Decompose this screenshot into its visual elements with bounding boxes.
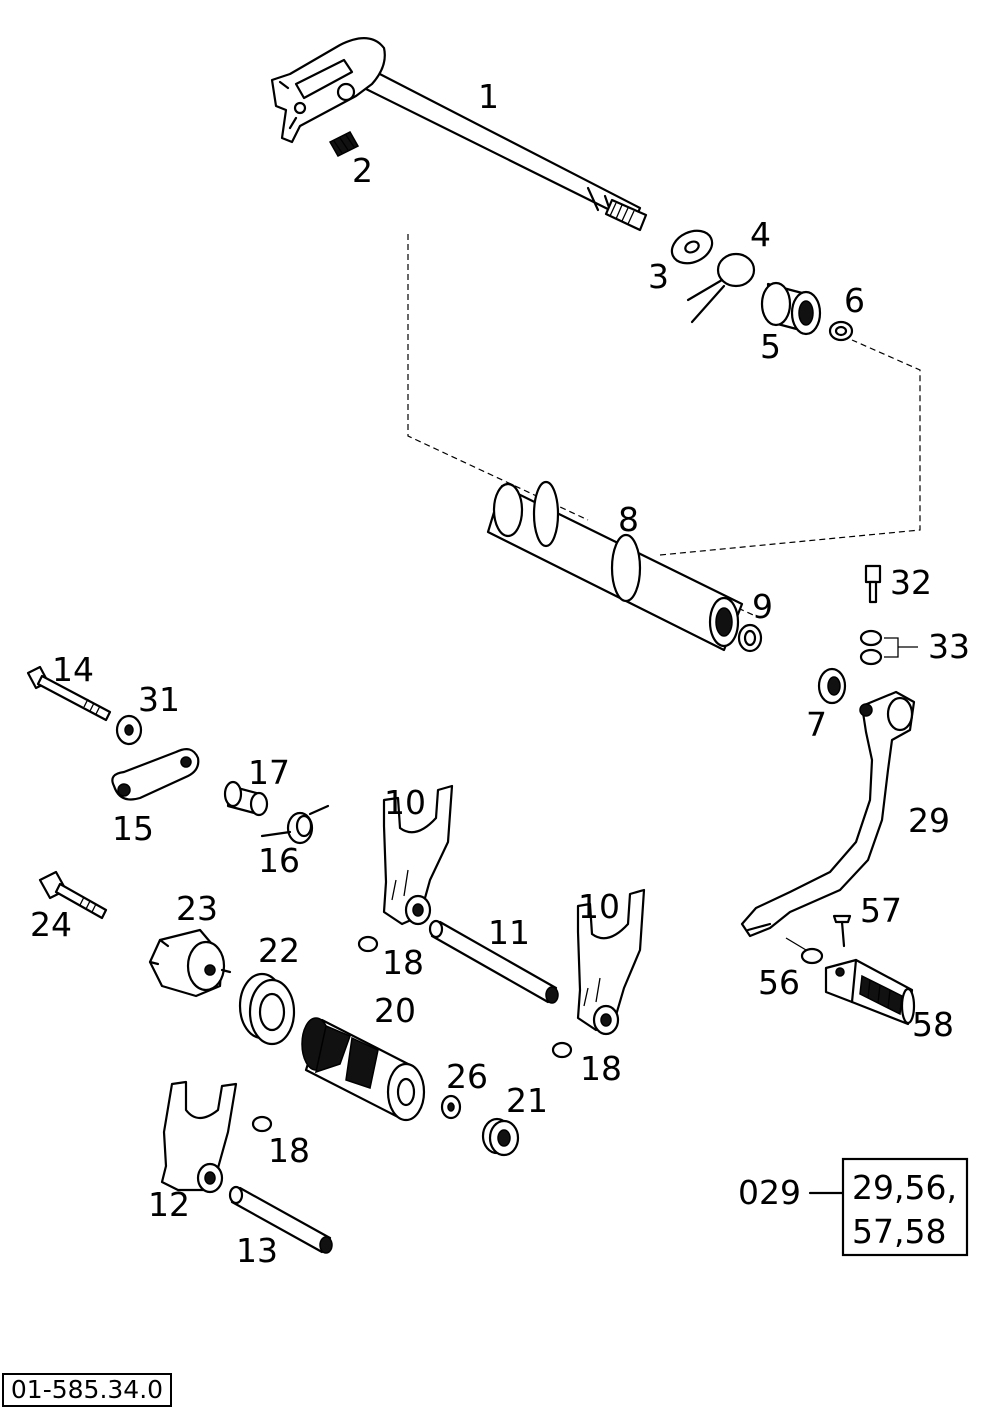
sleeve-8 <box>486 480 744 652</box>
nuts-33 <box>859 629 918 666</box>
ring-56 <box>785 937 824 965</box>
callout-58: 58 <box>912 1005 954 1044</box>
bearing-21 <box>481 1117 520 1157</box>
callout-17: 17 <box>248 753 290 792</box>
bushing-5 <box>760 281 822 336</box>
callout-10-lower: 10 <box>578 887 620 926</box>
callout-13: 13 <box>236 1231 278 1270</box>
shift-fork-12 <box>160 1080 238 1194</box>
callout-3: 3 <box>648 257 669 296</box>
callout-26: 26 <box>446 1057 488 1096</box>
link-plate-15 <box>111 747 200 801</box>
pin-57 <box>832 914 852 948</box>
spring-clip-4 <box>686 252 756 324</box>
callout-labels: 1 2 3 4 5 6 8 9 32 33 7 29 14 31 15 17 1… <box>30 77 970 1270</box>
shift-fork-10-lower <box>576 888 646 1036</box>
callout-24: 24 <box>30 905 72 944</box>
bolt-24 <box>38 870 108 920</box>
kit-parts-line-2: 57,58 <box>852 1212 946 1251</box>
callout-18-b: 18 <box>580 1049 622 1088</box>
footpeg-58 <box>824 958 916 1026</box>
callout-9: 9 <box>752 587 773 626</box>
ring-9 <box>737 623 763 653</box>
drawing-code: 01-585.34.0 <box>2 1373 172 1407</box>
callout-23: 23 <box>176 889 218 928</box>
callout-12: 12 <box>148 1185 190 1224</box>
ring-6 <box>828 320 854 342</box>
sleeve-17 <box>223 780 269 817</box>
callout-22: 22 <box>258 931 300 970</box>
roller-18-c <box>251 1115 273 1133</box>
washer-3 <box>670 229 714 265</box>
washer-31 <box>115 714 143 746</box>
shift-lever-29 <box>740 690 916 938</box>
callout-14: 14 <box>52 650 94 689</box>
callout-11: 11 <box>488 913 530 952</box>
spring-2 <box>328 131 360 157</box>
callout-6: 6 <box>844 281 865 320</box>
callout-57: 57 <box>860 891 902 930</box>
bushing-7 <box>817 667 847 705</box>
callout-18-a: 18 <box>382 943 424 982</box>
callout-56: 56 <box>758 963 800 1002</box>
callout-7: 7 <box>806 705 827 744</box>
callout-1: 1 <box>478 77 499 116</box>
shift-shaft-1 <box>270 37 648 232</box>
callout-18-c: 18 <box>268 1131 310 1170</box>
callout-4: 4 <box>750 215 771 254</box>
kit-reference: 029 29,56, 57,58 <box>738 1157 969 1257</box>
roller-18-b <box>551 1041 573 1059</box>
shift-fork-10-upper <box>382 784 454 926</box>
callout-32: 32 <box>890 563 932 602</box>
callout-33: 33 <box>928 627 970 666</box>
shift-drum-20 <box>301 1017 426 1122</box>
callout-10-upper: 10 <box>384 783 426 822</box>
callout-15: 15 <box>112 809 154 848</box>
callout-20: 20 <box>374 991 416 1030</box>
callout-21: 21 <box>506 1081 548 1120</box>
callout-16: 16 <box>258 841 300 880</box>
callout-2: 2 <box>352 151 373 190</box>
screw-32 <box>864 564 882 604</box>
shift-cam-23 <box>148 928 232 998</box>
spring-16 <box>260 804 330 845</box>
fork-rod-11 <box>428 919 559 1004</box>
bolt-14 <box>26 665 112 722</box>
callout-8: 8 <box>618 500 639 539</box>
callout-31: 31 <box>138 680 180 719</box>
kit-box <box>841 1157 969 1257</box>
roller-18-a <box>357 935 379 953</box>
kit-code: 029 <box>738 1173 801 1212</box>
kit-parts-line-1: 29,56, <box>852 1168 957 1207</box>
callout-29: 29 <box>908 801 950 840</box>
fork-rod-13 <box>228 1185 333 1254</box>
washer-26 <box>440 1094 462 1120</box>
callout-5: 5 <box>760 327 781 366</box>
bearing-22 <box>238 972 296 1046</box>
